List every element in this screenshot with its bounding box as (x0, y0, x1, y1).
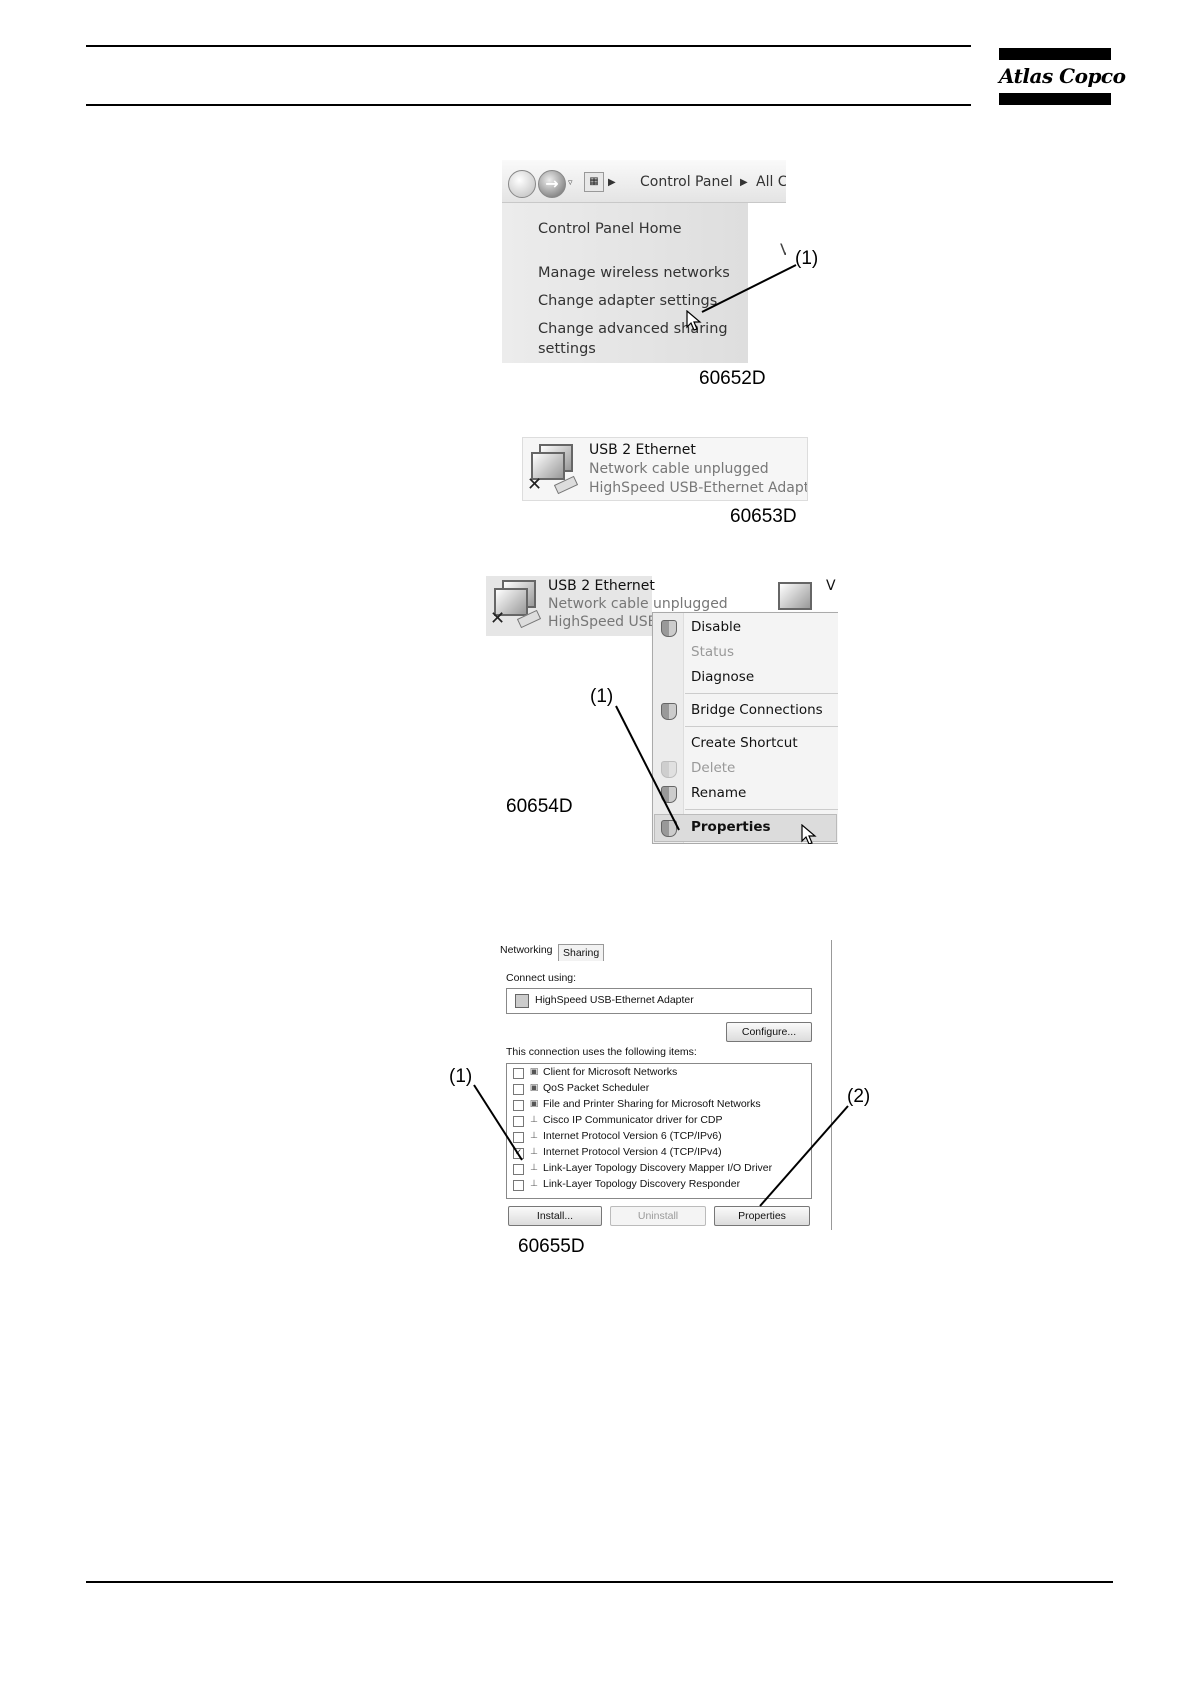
service-icon: ▣ (529, 1083, 539, 1093)
checkbox[interactable] (513, 1084, 524, 1095)
menu-disable[interactable]: Disable (691, 619, 742, 635)
adapter-field-text: HighSpeed USB-Ethernet Adapter (535, 994, 694, 1006)
fig1-callout-1: (1) (795, 248, 819, 269)
control-panel-sidebar: Control Panel Home Manage wireless netwo… (502, 203, 748, 363)
fig4-callout-2: (2) (847, 1086, 871, 1107)
fig2-adapter-screenshot: ✕ USB 2 Ethernet Network cable unplugged… (522, 437, 808, 501)
uac-shield-icon (661, 786, 677, 803)
menu-delete[interactable]: Delete (691, 760, 736, 776)
protocol-icon: ⊥ (530, 1163, 538, 1173)
link-change-advanced-sharing-cont[interactable]: settings (538, 341, 596, 357)
adapter-status: Network cable unplugged (589, 461, 769, 477)
adapter-status: Network cable unplugged (548, 596, 728, 612)
tab-networking[interactable]: Networking (496, 942, 557, 958)
address-bar: → ▿ ▦ ▶ Control Panel ▶ All C (502, 160, 786, 203)
properties-button[interactable]: Properties (714, 1206, 810, 1226)
fig4-properties-dialog-screenshot: Networking Sharing Connect using: HighSp… (486, 940, 834, 1230)
control-panel-icon: ▦ (584, 172, 604, 192)
uac-shield-icon (661, 620, 677, 637)
mouse-cursor-icon (686, 310, 702, 331)
checkbox-checked[interactable]: ✓ (513, 1148, 524, 1159)
protocol-icon: ⊥ (530, 1131, 538, 1141)
checkbox[interactable] (513, 1100, 524, 1111)
uninstall-button[interactable]: Uninstall (610, 1206, 706, 1226)
protocol-icon: ⊥ (530, 1147, 538, 1157)
fig4-callout-1: (1) (449, 1066, 473, 1087)
fig3-callout-1: (1) (590, 686, 614, 707)
fig2-code: 60653D (730, 506, 797, 527)
checkbox[interactable] (513, 1132, 524, 1143)
checkbox[interactable] (513, 1164, 524, 1175)
back-button[interactable] (508, 170, 536, 198)
menu-rename[interactable]: Rename (691, 785, 747, 801)
checkbox[interactable] (513, 1068, 524, 1079)
client-icon: ▣ (529, 1067, 539, 1077)
breadcrumb-all[interactable]: All C (756, 174, 786, 190)
network-adapter-icon: ✕ (490, 578, 544, 632)
disconnected-x-icon: ✕ (490, 608, 506, 629)
menu-properties[interactable]: Properties (691, 819, 771, 835)
atlas-copco-logo: Atlas Copco (999, 48, 1126, 105)
link-control-panel-home[interactable]: Control Panel Home (538, 221, 682, 237)
history-dropdown-icon[interactable]: ▿ (568, 178, 573, 188)
fig4-code: 60655D (518, 1236, 585, 1257)
network-adapter-icon: ✕ (527, 442, 581, 496)
link-manage-wireless-networks[interactable]: Manage wireless networks (538, 265, 730, 281)
context-menu: Disable Status Diagnose Bridge Connectio… (652, 612, 838, 844)
fig1-control-panel-screenshot: → ▿ ▦ ▶ Control Panel ▶ All C Control Pa… (502, 160, 786, 363)
install-button[interactable]: Install... (508, 1206, 602, 1226)
menu-create-shortcut[interactable]: Create Shortcut (691, 735, 798, 751)
uac-shield-icon (661, 761, 677, 778)
fig1-code: 60652D (699, 368, 766, 389)
logo-wordmark: Atlas Copco (999, 64, 1126, 88)
adapter-name[interactable]: USB 2 Ethernet (548, 578, 655, 594)
link-change-adapter-settings[interactable]: Change adapter settings (538, 293, 718, 309)
tab-strip: Networking Sharing (486, 940, 834, 964)
checkbox[interactable] (513, 1180, 524, 1191)
mouse-cursor-icon (801, 824, 817, 844)
adapter-field: HighSpeed USB-Ethernet Adapter (506, 988, 812, 1014)
uac-shield-icon (661, 820, 677, 837)
adapter-name[interactable]: USB 2 Ethernet (589, 442, 696, 458)
adapter-device: HighSpeed USB-E (548, 614, 672, 630)
forward-button[interactable]: → (538, 170, 566, 198)
header-rule-bottom (86, 104, 971, 106)
menu-status[interactable]: Status (691, 644, 735, 660)
second-adapter-icon (772, 578, 822, 614)
network-adapter-icon (515, 994, 529, 1008)
dialog-right-border (831, 940, 832, 1230)
tab-sharing[interactable]: Sharing (558, 944, 605, 961)
footer-rule (86, 1581, 1113, 1583)
menu-diagnose[interactable]: Diagnose (691, 669, 755, 685)
disconnected-x-icon: ✕ (527, 474, 543, 495)
connect-using-label: Connect using: (506, 972, 577, 984)
stray-text: V (780, 240, 786, 259)
adapter-device: HighSpeed USB-Ethernet Adapter (589, 480, 808, 496)
fig3-code: 60654D (506, 796, 573, 817)
service-icon: ▣ (529, 1099, 539, 1109)
checkbox[interactable] (513, 1116, 524, 1127)
uac-shield-icon (661, 703, 677, 720)
items-label: This connection uses the following items… (506, 1046, 697, 1058)
protocol-icon: ⊥ (530, 1179, 538, 1189)
breadcrumb-control-panel[interactable]: Control Panel (640, 174, 733, 190)
protocol-icon: ⊥ (530, 1115, 538, 1125)
breadcrumb-separator-icon: ▶ (608, 177, 616, 188)
second-adapter-name[interactable]: V (826, 578, 836, 594)
breadcrumb-separator-icon: ▶ (740, 177, 748, 188)
link-change-advanced-sharing[interactable]: Change advanced sharing (538, 321, 728, 337)
header-rule-top (86, 45, 971, 47)
menu-bridge-connections[interactable]: Bridge Connections (691, 702, 823, 718)
items-list[interactable]: ▣Client for Microsoft Networks ▣QoS Pack… (506, 1063, 812, 1199)
configure-button[interactable]: Configure... (726, 1022, 812, 1042)
